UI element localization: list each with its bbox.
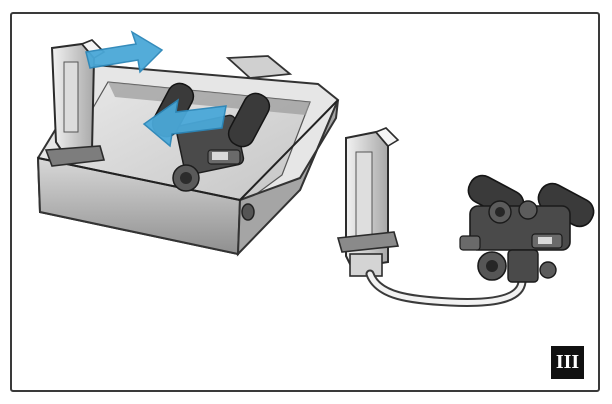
tray-clip — [44, 39, 106, 167]
step-badge: III — [551, 346, 584, 379]
arrow-remove-icon — [85, 30, 164, 74]
arrow-insert-icon — [142, 98, 227, 148]
removed-mechanism — [459, 174, 595, 283]
removed-clip — [336, 127, 400, 277]
step-label: III — [555, 351, 580, 373]
tray-port — [241, 203, 255, 221]
tray-back-tab — [225, 55, 293, 79]
